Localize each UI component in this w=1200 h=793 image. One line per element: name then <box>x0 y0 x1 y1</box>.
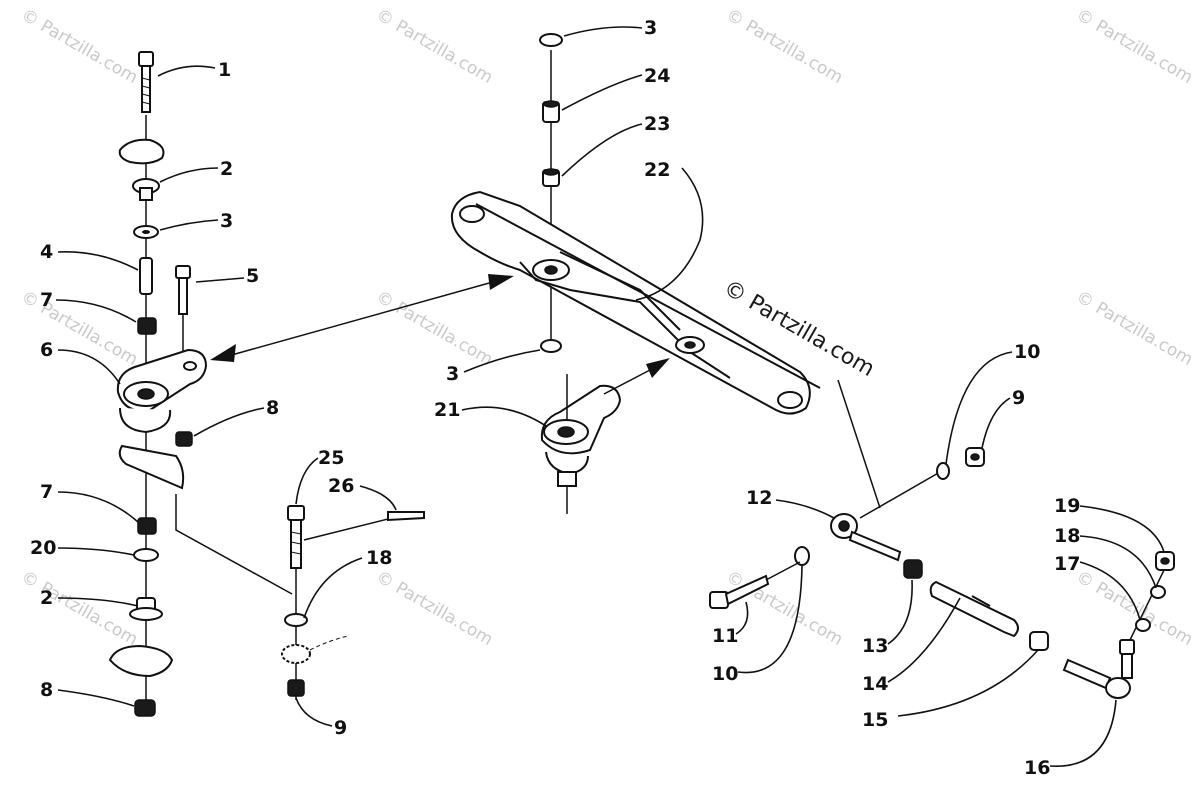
callout-number: 21 <box>434 399 460 421</box>
callout-number: 18 <box>1054 525 1080 547</box>
watermark-tile: © Partzilla.com <box>373 5 497 88</box>
washer-part <box>936 462 950 480</box>
idler-arm-part <box>540 374 622 514</box>
leader-lines <box>55 26 1165 767</box>
watermark-layer: © Partzilla.com © Partzilla.com © Partzi… <box>18 5 1197 650</box>
callout-number: 10 <box>1014 341 1040 363</box>
nut-part <box>287 679 305 697</box>
callout-number: 6 <box>40 339 53 361</box>
assembly-arrow <box>603 358 670 395</box>
callout-number: 24 <box>644 65 670 87</box>
mount-bracket-part <box>118 444 185 490</box>
callout-number: 23 <box>644 113 670 135</box>
washer-part <box>540 339 562 353</box>
watermark-tile: © Partzilla.com <box>723 5 847 88</box>
wear-plate-part <box>118 138 165 165</box>
callout-number: 12 <box>746 487 772 509</box>
callout-number: 22 <box>644 159 670 181</box>
callout-number: 8 <box>40 679 53 701</box>
callout-labels: 1 2 3 4 5 7 6 8 7 20 2 8 3 24 23 22 3 21… <box>30 17 1080 779</box>
sleeve-part <box>139 257 153 295</box>
ball-joint-part <box>281 644 311 664</box>
bolt-part <box>175 265 191 358</box>
nut-part <box>134 699 156 717</box>
callout-number: 19 <box>1054 495 1080 517</box>
washer-part <box>284 613 308 627</box>
watermark-tile: © Partzilla.com <box>1073 567 1197 650</box>
callout-number: 14 <box>862 673 888 695</box>
callout-number: 13 <box>862 635 888 657</box>
tie-rod-tube-part <box>929 580 1019 638</box>
callout-number: 3 <box>220 210 233 232</box>
nut-part <box>965 447 985 467</box>
watermark-tile: © Partzilla.com <box>18 5 142 88</box>
watermark-tile: © Partzilla.com <box>18 567 142 650</box>
callout-number: 9 <box>334 717 347 739</box>
callout-number: 4 <box>40 241 53 263</box>
assembly-arrow <box>210 274 514 362</box>
watermark-tile: © Partzilla.com <box>723 567 847 650</box>
callout-number: 15 <box>862 709 888 731</box>
nut-part <box>175 431 193 447</box>
callout-number: 11 <box>712 625 738 647</box>
callout-number: 9 <box>1012 387 1025 409</box>
washer-part <box>1150 585 1166 599</box>
callout-number: 2 <box>40 587 53 609</box>
callout-number: 16 <box>1024 757 1050 779</box>
spacer-part <box>542 100 560 123</box>
callout-number: 3 <box>644 17 657 39</box>
bushing-part <box>129 597 163 621</box>
nut-part <box>1155 551 1175 571</box>
bushing-part <box>132 178 160 201</box>
callout-number: 3 <box>446 363 459 385</box>
watermark-tile: © Partzilla.com <box>373 287 497 370</box>
callout-number: 7 <box>40 289 53 311</box>
watermark-tile: © Partzilla.com <box>1073 5 1197 88</box>
callout-number: 1 <box>218 59 231 81</box>
tie-bar-part <box>450 190 821 415</box>
callout-number: 5 <box>246 265 259 287</box>
callout-number: 20 <box>30 537 56 559</box>
spacer-part <box>137 317 157 335</box>
callout-number: 8 <box>266 397 279 419</box>
cotter-pin-part <box>387 511 425 522</box>
washer-part <box>539 33 563 47</box>
callout-number: 7 <box>40 481 53 503</box>
callout-number: 18 <box>366 547 392 569</box>
tie-rod-assembly <box>709 447 1175 699</box>
left-pivot-assembly <box>108 51 293 717</box>
callout-number: 17 <box>1054 553 1080 575</box>
watermark-tile: © Partzilla.com <box>373 567 497 650</box>
washer-part <box>1135 618 1151 632</box>
bolt-part <box>138 51 154 113</box>
idler-arm-part <box>116 348 208 434</box>
watermark-tile: © Partzilla.com <box>18 287 142 370</box>
watermark-tile: © Partzilla.com <box>1073 287 1197 370</box>
bolt-part <box>709 561 801 609</box>
center-assembly <box>210 33 881 514</box>
nut-part <box>1029 631 1049 651</box>
nut-part <box>903 559 923 579</box>
spacer-part <box>137 517 157 535</box>
washer-part <box>133 548 159 562</box>
washer-part <box>794 546 810 566</box>
callout-number: 2 <box>220 158 233 180</box>
callout-number: 25 <box>318 447 344 469</box>
bolt-25-group <box>281 505 425 700</box>
wear-plate-part <box>108 644 174 678</box>
callout-number: 10 <box>712 663 738 685</box>
callout-number: 26 <box>328 475 354 497</box>
spacer-part <box>542 168 560 187</box>
rod-end-part <box>830 513 902 562</box>
rod-end-part <box>1062 639 1135 699</box>
